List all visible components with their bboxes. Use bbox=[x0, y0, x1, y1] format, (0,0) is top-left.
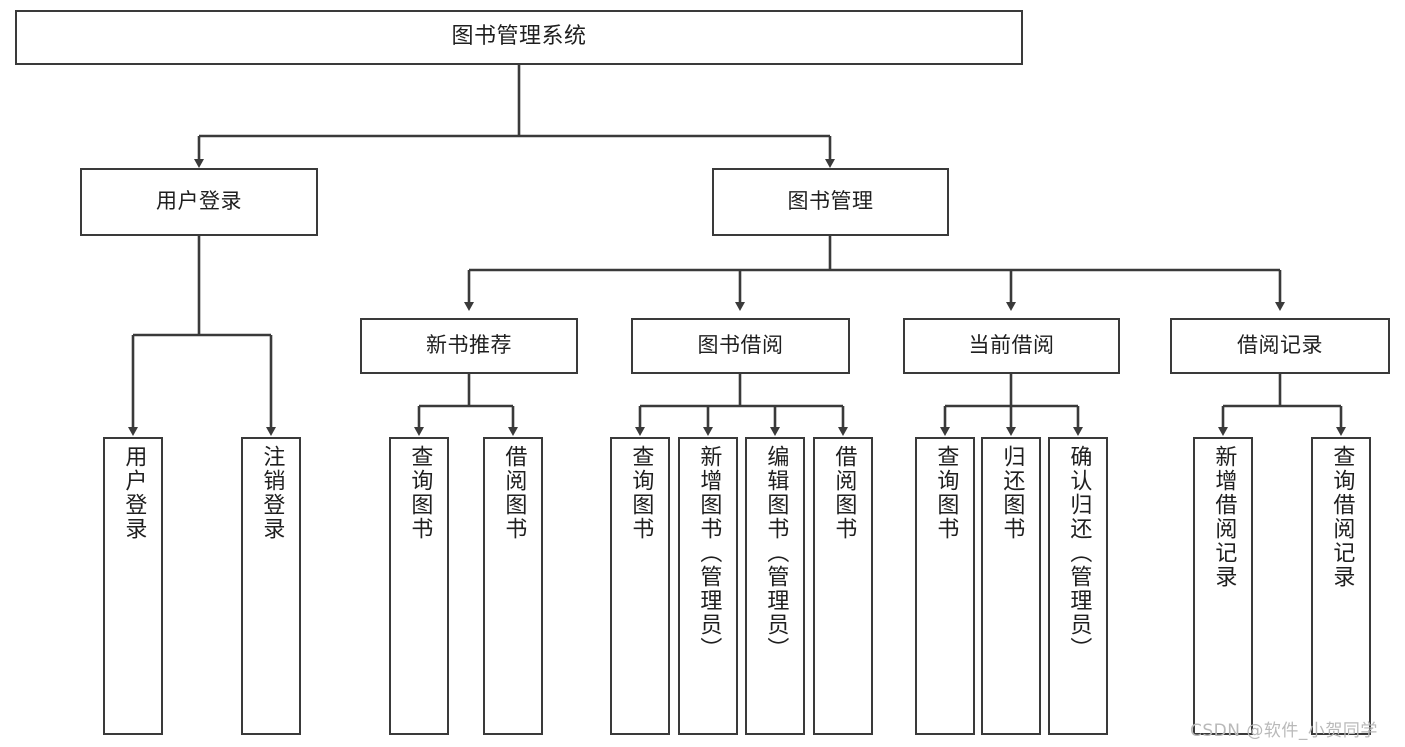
node-book-borrow[interactable]: 图书借阅 bbox=[631, 318, 850, 374]
node-label: 新书推荐 bbox=[426, 333, 512, 358]
node-label: 查询图书 bbox=[407, 445, 433, 541]
node-label: 查询图书 bbox=[628, 445, 654, 541]
node-label: 归还图书 bbox=[999, 445, 1025, 541]
leaf-current-confirm-return[interactable]: 确认归还（管理员） bbox=[1048, 437, 1108, 735]
node-label: 用户登录 bbox=[156, 189, 242, 214]
node-borrow-record[interactable]: 借阅记录 bbox=[1170, 318, 1390, 374]
node-label: 用户登录 bbox=[121, 445, 147, 541]
node-label: 新增借阅记录 bbox=[1211, 445, 1237, 589]
node-current-borrow[interactable]: 当前借阅 bbox=[903, 318, 1120, 374]
node-book-management[interactable]: 图书管理 bbox=[712, 168, 949, 236]
node-label: 借阅图书 bbox=[831, 445, 857, 541]
node-user-login[interactable]: 用户登录 bbox=[80, 168, 318, 236]
node-label: 图书管理系统 bbox=[451, 24, 587, 50]
leaf-record-query[interactable]: 查询借阅记录 bbox=[1311, 437, 1371, 735]
leaf-borrow-borrow-book[interactable]: 借阅图书 bbox=[813, 437, 873, 735]
leaf-borrow-query-book[interactable]: 查询图书 bbox=[610, 437, 670, 735]
node-root-system[interactable]: 图书管理系统 bbox=[15, 10, 1023, 65]
leaf-user-login[interactable]: 用户登录 bbox=[103, 437, 163, 735]
node-label: 确认归还（管理员） bbox=[1066, 445, 1092, 661]
leaf-recommend-query-book[interactable]: 查询图书 bbox=[389, 437, 449, 735]
leaf-record-add[interactable]: 新增借阅记录 bbox=[1193, 437, 1253, 735]
node-label: 图书管理 bbox=[787, 189, 874, 214]
csdn-watermark: CSDN @软件_小贺同学 bbox=[1190, 721, 1378, 741]
node-label: 借阅图书 bbox=[501, 445, 527, 541]
node-label: 借阅记录 bbox=[1237, 333, 1323, 358]
node-label: 查询借阅记录 bbox=[1329, 445, 1355, 589]
leaf-recommend-borrow-book[interactable]: 借阅图书 bbox=[483, 437, 543, 735]
leaf-borrow-edit-book[interactable]: 编辑图书（管理员） bbox=[745, 437, 805, 735]
node-label: 编辑图书（管理员） bbox=[763, 445, 789, 661]
node-label: 当前借阅 bbox=[968, 333, 1055, 358]
leaf-current-return-book[interactable]: 归还图书 bbox=[981, 437, 1041, 735]
node-label: 查询图书 bbox=[933, 445, 959, 541]
node-label: 注销登录 bbox=[259, 445, 285, 541]
leaf-borrow-add-book[interactable]: 新增图书（管理员） bbox=[678, 437, 738, 735]
leaf-current-query-book[interactable]: 查询图书 bbox=[915, 437, 975, 735]
node-label: 新增图书（管理员） bbox=[696, 445, 722, 661]
leaf-logout[interactable]: 注销登录 bbox=[241, 437, 301, 735]
node-label: 图书借阅 bbox=[697, 333, 784, 358]
node-new-book-recommend[interactable]: 新书推荐 bbox=[360, 318, 578, 374]
